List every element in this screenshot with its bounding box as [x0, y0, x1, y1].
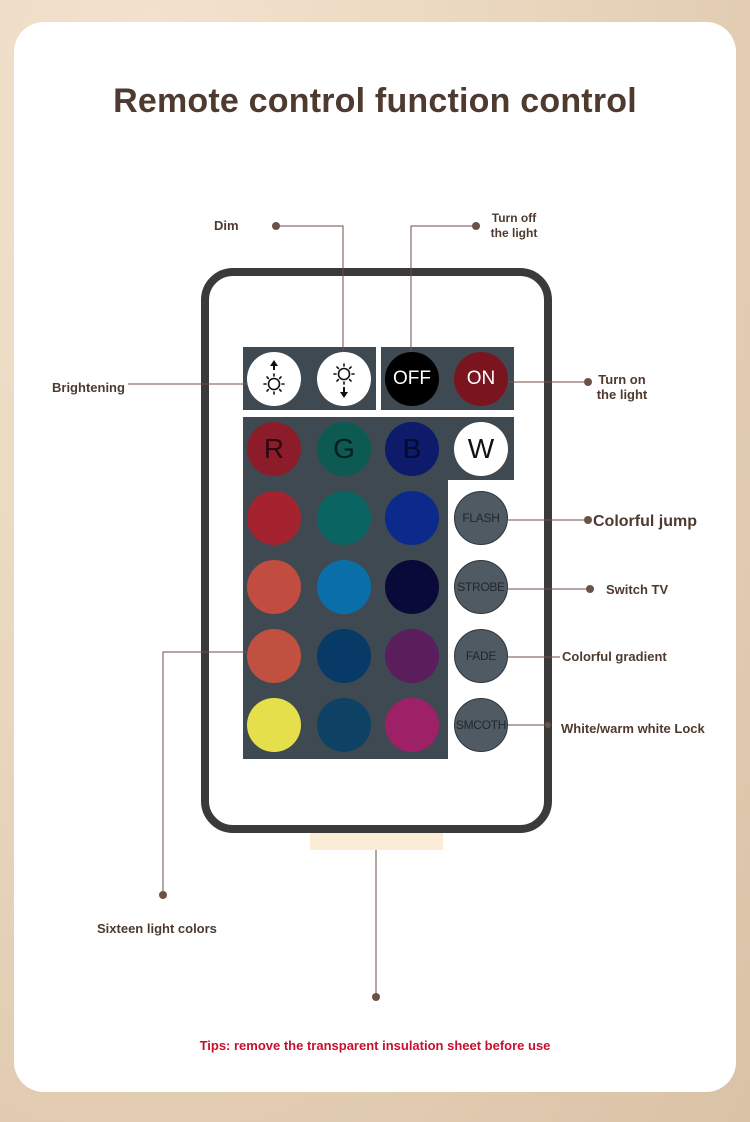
green-button[interactable]: G: [317, 422, 371, 476]
color-button[interactable]: [247, 629, 301, 683]
off-button[interactable]: OFF: [385, 352, 439, 406]
colorful-jump-label: Colorful jump: [593, 513, 697, 530]
callout-dot: [272, 222, 280, 230]
page-title: Remote control function control: [113, 82, 637, 120]
white-lock-label: White/warm white Lock: [561, 721, 705, 736]
sun-down-icon: [333, 363, 355, 398]
turn-off-line-2: the light: [490, 226, 538, 240]
color-button[interactable]: [247, 560, 301, 614]
color-button[interactable]: [317, 698, 371, 752]
sixteen-colors-label: Sixteen light colors: [97, 921, 217, 936]
turn-off-label: Turn off the light: [480, 211, 548, 241]
dim-label: Dim: [214, 218, 239, 233]
fade-button[interactable]: FADE: [454, 629, 508, 683]
turn-on-label: Turn on the light: [588, 372, 656, 402]
callout-dot: [472, 222, 480, 230]
color-button[interactable]: [247, 491, 301, 545]
callout-dot: [372, 993, 380, 1001]
colorful-gradient-label: Colorful gradient: [562, 649, 667, 664]
color-button[interactable]: [247, 698, 301, 752]
color-button[interactable]: [317, 560, 371, 614]
flash-button[interactable]: FLASH: [454, 491, 508, 545]
color-button[interactable]: [317, 629, 371, 683]
smooth-button[interactable]: SMCOTH: [454, 698, 508, 752]
switch-tv-label: Switch TV: [606, 582, 669, 597]
tips-text: Tips: remove the transparent insulation …: [199, 1038, 551, 1053]
callout-dot: [586, 585, 594, 593]
strobe-button[interactable]: STROBE: [454, 560, 508, 614]
brighten-button[interactable]: [247, 352, 301, 406]
callout-dot: [545, 722, 551, 728]
color-button[interactable]: [385, 560, 439, 614]
blue-button[interactable]: B: [385, 422, 439, 476]
red-button[interactable]: R: [247, 422, 301, 476]
brightening-label: Brightening: [52, 380, 125, 395]
color-button[interactable]: [385, 698, 439, 752]
turn-off-line-1: Turn off: [491, 211, 537, 225]
turn-on-line-2: the light: [596, 387, 648, 402]
callout-dot: [159, 891, 167, 899]
white-button[interactable]: W: [454, 422, 508, 476]
battery-tab: [310, 833, 443, 850]
color-button[interactable]: [317, 491, 371, 545]
sun-up-icon: [263, 360, 285, 395]
dim-button[interactable]: [317, 352, 371, 406]
on-button[interactable]: ON: [454, 352, 508, 406]
color-button[interactable]: [385, 629, 439, 683]
color-button[interactable]: [385, 491, 439, 545]
callout-dot: [584, 378, 592, 386]
turn-on-line-1: Turn on: [598, 372, 646, 387]
callout-dot: [584, 516, 592, 524]
